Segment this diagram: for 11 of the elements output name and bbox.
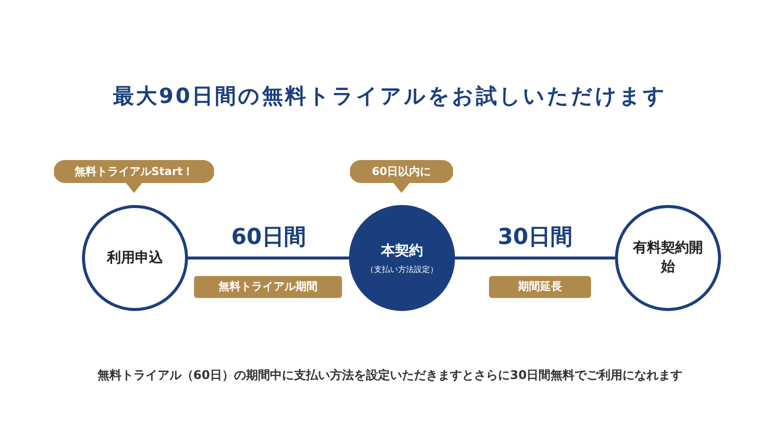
speech-bubble: 60日以内に <box>350 160 453 193</box>
note-text: 無料トライアル（60日）の期間中に支払い方法を設定いただきますとさらに30日間無料でご利用になれます <box>96 367 684 384</box>
title: 最大90日間の無料トライアルをお試しいただけます <box>112 83 668 110</box>
process-circle: 本契約 （支払い方法設定） <box>349 205 455 311</box>
process-circle: 利用申込 <box>82 205 188 311</box>
connector-line <box>455 256 615 260</box>
connector-line <box>188 256 349 260</box>
process-circle: 有料契約開始 <box>615 205 721 311</box>
period-tag: 期間延長 <box>489 276 591 298</box>
period-tag: 無料トライアル期間 <box>194 276 342 298</box>
speech-bubble: 無料トライアルStart！ <box>54 160 214 193</box>
